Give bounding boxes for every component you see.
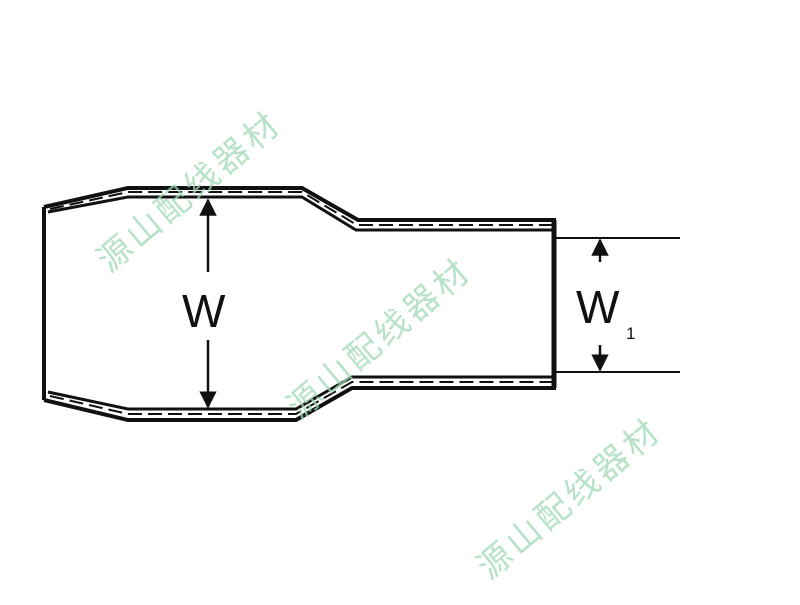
top-inner-outline — [47, 195, 552, 232]
bottom-inner-outline — [47, 375, 552, 411]
bottom-wall-dashes — [49, 381, 552, 415]
w1-subscript: 1 — [626, 324, 636, 343]
top-outer-outline — [43, 186, 556, 222]
w-label: W — [182, 285, 226, 337]
top-wall-dashes — [49, 191, 552, 226]
w1-label: W — [576, 281, 620, 333]
bottom-outer-outline — [43, 386, 556, 422]
